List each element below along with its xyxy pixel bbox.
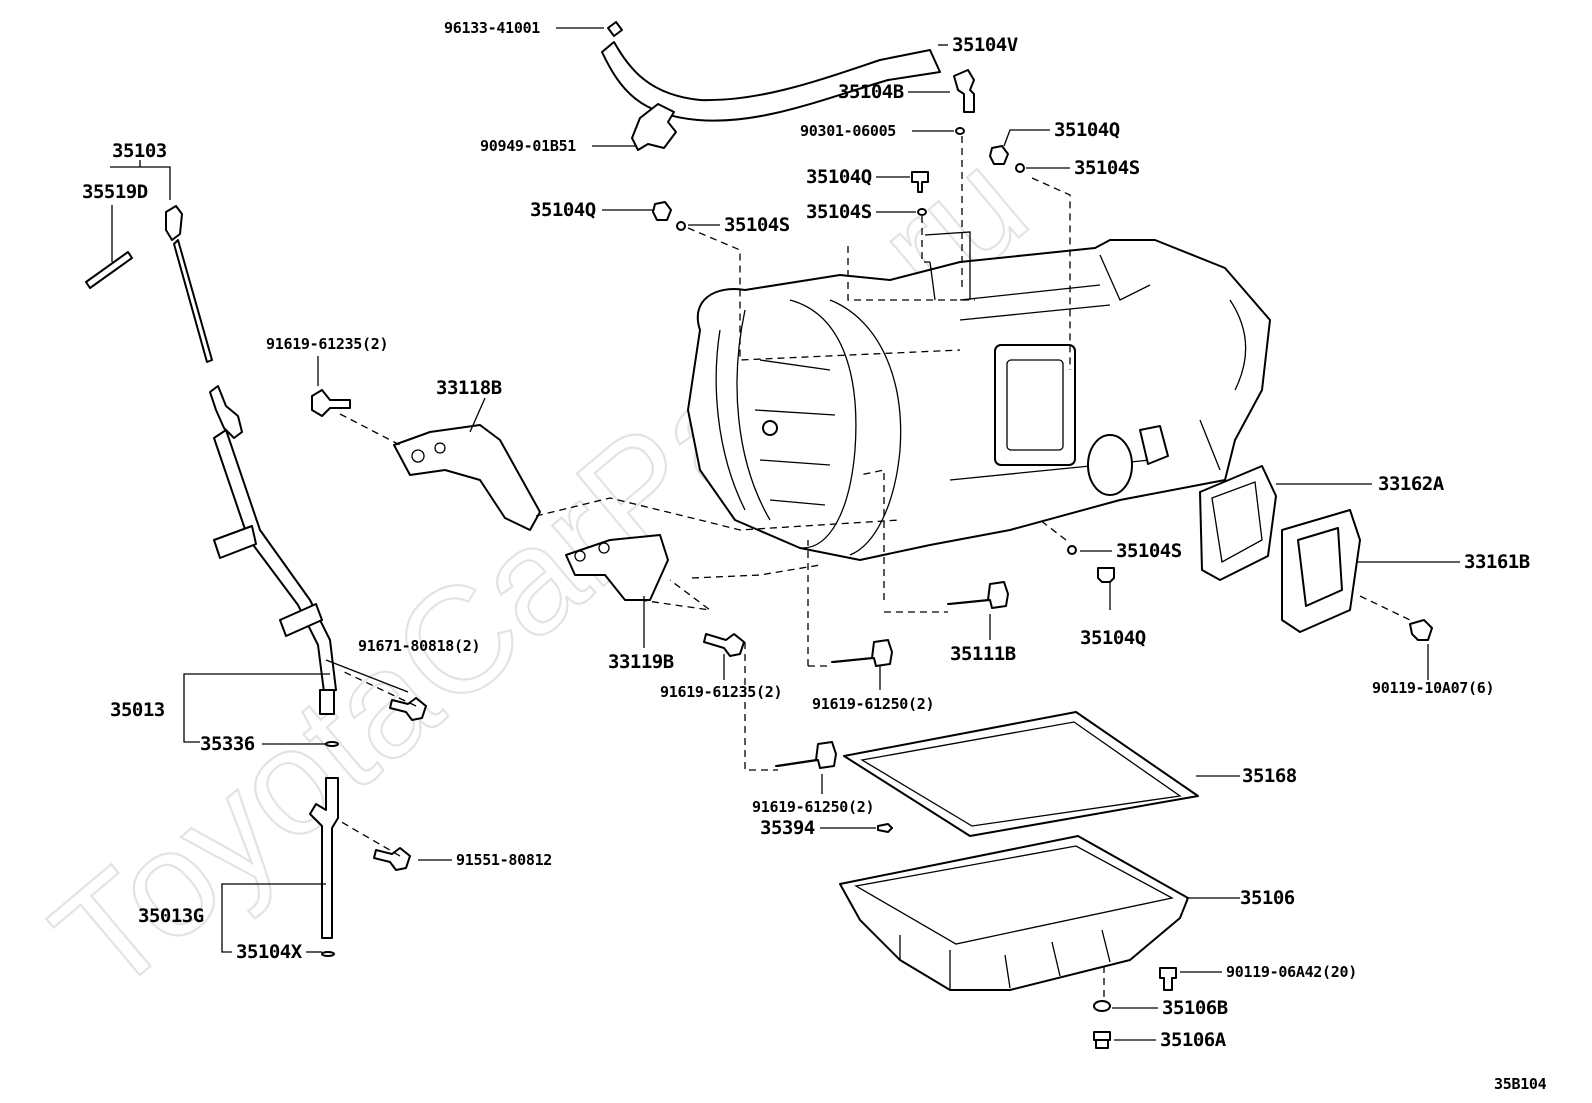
label-91619-61235-lower: 91619-61235(2) <box>660 683 782 701</box>
label-90949-01B51: 90949-01B51 <box>480 137 576 155</box>
label-35104S-top-middle: 35104S <box>806 201 872 223</box>
label-35336: 35336 <box>200 733 255 755</box>
label-35104Q-left: 35104Q <box>530 199 596 221</box>
bracket-33118B-part <box>393 424 541 531</box>
part-labels: 96133-41001 35104V 35104B 90949-01B51 90… <box>82 19 1547 1093</box>
leader-lines <box>110 27 1460 1041</box>
label-91551-80812: 91551-80812 <box>456 851 552 869</box>
bracket-33119B-part <box>565 534 669 601</box>
label-33162A: 33162A <box>1378 473 1445 495</box>
dipstick-group <box>85 205 213 363</box>
label-35111B: 35111B <box>950 643 1016 665</box>
label-35104S-right: 35104S <box>1116 540 1182 562</box>
label-35106: 35106 <box>1240 887 1295 909</box>
label-35106B: 35106B <box>1162 997 1228 1019</box>
label-35103: 35103 <box>112 140 167 162</box>
lower-filler-tube-group <box>309 777 339 939</box>
assembly-lines <box>337 136 1411 1000</box>
label-35104Q-top-right: 35104Q <box>1054 119 1120 141</box>
label-35104Q-bottom: 35104Q <box>1080 627 1146 649</box>
label-35104B: 35104B <box>838 81 904 103</box>
bolts <box>311 127 1433 1049</box>
breather-plug-part <box>953 69 975 113</box>
label-35104X: 35104X <box>236 941 303 963</box>
label-33118B: 33118B <box>436 377 502 399</box>
label-91619-61250-upper: 91619-61250(2) <box>812 695 934 713</box>
label-35013: 35013 <box>110 699 165 721</box>
label-91671-80818: 91671-80818(2) <box>358 637 480 655</box>
oil-pan-group <box>839 711 1199 991</box>
brackets <box>393 424 669 601</box>
label-96133-41001: 96133-41001 <box>444 19 540 37</box>
side-covers <box>1199 465 1361 633</box>
breather-hose-group <box>601 21 975 151</box>
label-35013G: 35013G <box>138 905 204 927</box>
label-91619-61235-upper: 91619-61235(2) <box>266 335 388 353</box>
hose-bracket-part <box>631 103 677 151</box>
label-90301-06005: 90301-06005 <box>800 122 896 140</box>
hose-clip-part <box>607 21 623 37</box>
label-35519D: 35519D <box>82 181 148 203</box>
label-33119B: 33119B <box>608 651 674 673</box>
label-33161B: 33161B <box>1464 551 1530 573</box>
label-35168: 35168 <box>1242 765 1297 787</box>
label-90119-10A07: 90119-10A07(6) <box>1372 679 1494 697</box>
label-35104V: 35104V <box>952 34 1018 56</box>
label-35104S-left: 35104S <box>724 214 790 236</box>
label-91619-61250-lower: 91619-61250(2) <box>752 798 874 816</box>
label-35104Q-top-middle: 35104Q <box>806 166 872 188</box>
label-35106A: 35106A <box>1160 1029 1227 1051</box>
label-90119-06A42: 90119-06A42(20) <box>1226 963 1357 981</box>
dipstick-label-part <box>85 251 133 289</box>
transmission-case <box>687 231 1271 561</box>
label-35394: 35394 <box>760 817 815 839</box>
filler-tube-group <box>209 385 337 715</box>
diagram-code: 35B104 <box>1494 1075 1547 1093</box>
label-35104S-top-right: 35104S <box>1074 157 1140 179</box>
